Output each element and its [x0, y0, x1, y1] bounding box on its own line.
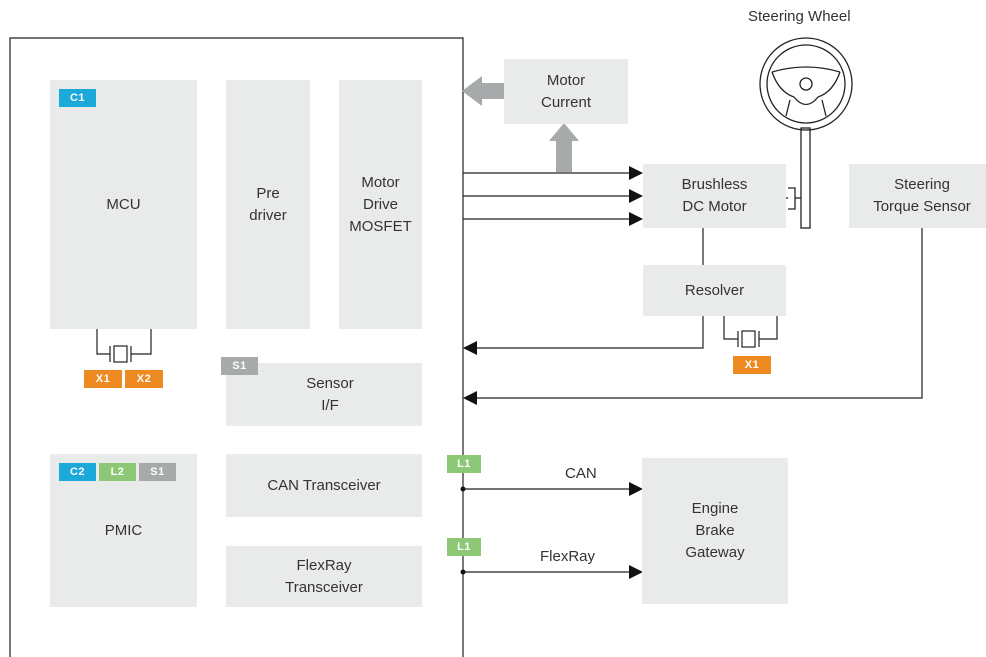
ecu-boundary	[9, 37, 464, 657]
flexray-transceiver-label: FlexRay Transceiver	[285, 556, 363, 596]
resolver-label: Resolver	[684, 281, 745, 299]
pre-driver-label: Pre driver	[249, 184, 287, 224]
steering-wheel-label: Steering Wheel	[748, 8, 851, 25]
can-bus-line	[460, 482, 643, 496]
sensor-badge-s1: S1	[221, 357, 258, 375]
resolver-crystal-symbol	[723, 316, 778, 348]
pmic-badge-s1: S1	[139, 463, 176, 481]
gateway-block: Engine Brake Gateway	[642, 458, 788, 604]
resolver-feedback-line	[463, 316, 704, 355]
pmic-badge-c2: C2	[59, 463, 96, 481]
motor-current-label: Motor Current	[540, 71, 592, 111]
mcu-label: MCU	[106, 195, 141, 213]
flexray-badge-l1: L1	[447, 538, 481, 556]
torque-sensor-block: Steering Torque Sensor	[849, 164, 986, 228]
mcu-crystal-symbol	[96, 329, 152, 363]
sensor-if-block: Sensor I/F	[226, 363, 422, 426]
can-label: CAN	[565, 465, 597, 482]
motor-current-block: Motor Current	[504, 59, 628, 124]
current-feedback-arrow	[462, 76, 504, 106]
brushless-motor-label: Brushless DC Motor	[681, 176, 748, 215]
motor-drive-label: Motor Drive MOSFET	[349, 173, 412, 235]
can-transceiver-block: CAN Transceiver	[226, 454, 422, 517]
current-sense-arrow	[549, 123, 579, 172]
pre-driver-block: Pre driver	[226, 80, 310, 329]
mcu-block: MCU	[50, 80, 197, 329]
brushless-motor-block: Brushless DC Motor	[643, 164, 786, 228]
mcu-badge-x1: X1	[84, 370, 122, 388]
flexray-transceiver-block: FlexRay Transceiver	[226, 546, 422, 607]
torque-feedback-line	[463, 228, 923, 405]
mcu-badge-c1: C1	[59, 89, 96, 107]
can-transceiver-label: CAN Transceiver	[267, 476, 381, 494]
flexray-bus-line	[460, 565, 643, 579]
motor-phase-lines	[463, 166, 643, 226]
pmic-label: PMIC	[104, 521, 143, 539]
pmic-badge-l2: L2	[99, 463, 136, 481]
motor-drive-mosfet-block: Motor Drive MOSFET	[339, 80, 422, 329]
resolver-block: Resolver	[643, 265, 786, 316]
gateway-label: Engine Brake Gateway	[685, 500, 745, 561]
flexray-label: FlexRay	[540, 548, 596, 565]
can-badge-l1: L1	[447, 455, 481, 473]
resolver-badge-x1: X1	[733, 356, 771, 374]
torque-sensor-label: Steering Torque Sensor	[873, 176, 971, 215]
mcu-badge-x2: X2	[125, 370, 163, 388]
sensor-if-label: Sensor I/F	[306, 374, 354, 414]
steering-wheel-icon	[759, 37, 853, 229]
